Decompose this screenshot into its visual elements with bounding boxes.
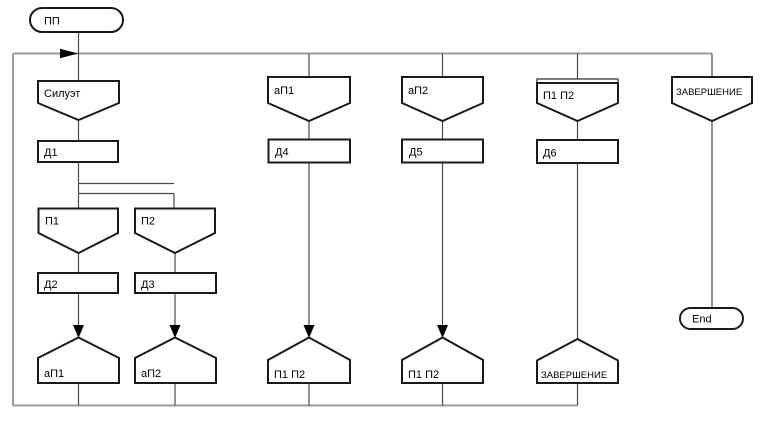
node-address-ap2: аП2 xyxy=(134,336,217,384)
node-label: П1 П2 xyxy=(543,90,574,102)
node-end-terminator: End xyxy=(679,307,744,330)
node-action-d2: Д2 xyxy=(37,272,119,294)
node-label: Д5 xyxy=(409,147,423,159)
node-label: Силуэт xyxy=(44,88,80,100)
node-address-zavershenie: ЗАВЕРШЕНИЕ xyxy=(536,337,619,384)
node-label: Д6 xyxy=(543,148,557,160)
arrowheads xyxy=(60,48,448,338)
action-shape xyxy=(37,140,119,163)
node-label: Д3 xyxy=(141,279,155,291)
branch-header-shape xyxy=(536,82,619,123)
node-label: ЗАВЕРШЕНИЕ xyxy=(541,370,607,381)
node-action-d4: Д4 xyxy=(267,138,351,164)
node-label: аП2 xyxy=(408,85,428,97)
action-shape xyxy=(536,139,619,164)
action-shape xyxy=(267,138,351,164)
node-label: ЗАВЕРШЕНИЕ xyxy=(676,87,742,98)
node-label: Д2 xyxy=(44,279,58,291)
address-shape xyxy=(134,336,217,384)
node-label: End xyxy=(692,314,712,326)
node-label: аП1 xyxy=(44,368,64,380)
branch-header-shape xyxy=(267,76,351,123)
connector-lines xyxy=(77,32,713,406)
branch-header-shape xyxy=(671,76,753,123)
node-label: Д4 xyxy=(275,147,289,159)
node-branch-p2: П2 xyxy=(134,207,216,255)
down-arrow-icon xyxy=(303,325,315,338)
node-branch-ap2: аП2 xyxy=(401,76,484,123)
fork-bar xyxy=(78,182,174,195)
right-arrow-icon xyxy=(60,48,78,59)
node-action-d1: Д1 xyxy=(37,140,119,163)
node-branch-siluet: Силуэт xyxy=(37,80,120,122)
node-action-d3: Д3 xyxy=(134,272,217,294)
action-shape xyxy=(37,272,119,294)
address-shape xyxy=(267,336,351,384)
node-label: ПП xyxy=(44,16,60,28)
address-shape xyxy=(37,336,120,384)
node-label: П1 xyxy=(45,216,59,228)
down-arrow-icon xyxy=(437,325,448,338)
node-label: П1 П2 xyxy=(274,369,305,381)
address-shape xyxy=(536,337,619,384)
node-label: П1 П2 xyxy=(408,369,439,381)
down-arrow-icon xyxy=(169,325,181,338)
address-shape xyxy=(401,336,484,384)
node-label: П2 xyxy=(141,216,155,228)
node-address-ap1: аП1 xyxy=(37,336,120,384)
node-action-d6: Д6 xyxy=(536,139,619,164)
action-shape xyxy=(134,272,217,294)
node-label: Д1 xyxy=(44,147,58,159)
terminator-shape xyxy=(679,307,744,330)
node-start-terminator: ПП xyxy=(29,7,124,33)
branch-header-shape xyxy=(134,207,216,255)
node-branch-p1p2: П1 П2 xyxy=(536,78,619,123)
node-action-d5: Д5 xyxy=(401,138,484,164)
node-label: аП1 xyxy=(274,85,294,97)
down-arrow-icon xyxy=(73,325,84,338)
branch-header-shape xyxy=(37,80,120,122)
node-branch-ap1: аП1 xyxy=(267,76,351,123)
node-label: аП2 xyxy=(141,368,161,380)
branch-header-shape xyxy=(37,207,119,255)
action-shape xyxy=(401,138,484,164)
terminator-shape xyxy=(29,7,124,33)
node-branch-p1: П1 xyxy=(37,207,119,255)
silhouette-loop-lines xyxy=(12,52,712,407)
nodes: ПП Силуэт Д1 П1 П2 Д2 Д3 аП1 xyxy=(29,7,753,384)
node-branch-zavershenie: ЗАВЕРШЕНИЕ xyxy=(671,76,753,123)
node-address-p1p2-a: П1 П2 xyxy=(267,336,351,384)
branch-header-shape xyxy=(401,76,484,123)
node-address-p1p2-b: П1 П2 xyxy=(401,336,484,384)
